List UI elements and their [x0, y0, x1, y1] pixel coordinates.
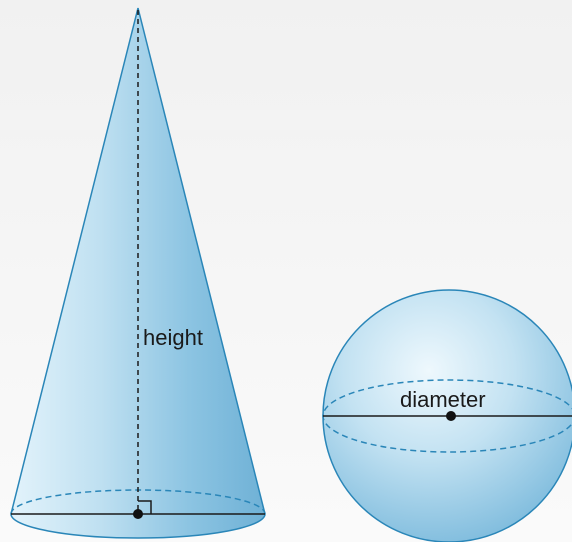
cone: [10, 7, 266, 539]
right-angle-marker: [138, 500, 152, 514]
height-label: height: [143, 325, 203, 350]
sphere: [322, 289, 572, 542]
cone-base-center-point: [133, 509, 143, 519]
sphere-center-point: [446, 411, 456, 421]
diameter-label: diameter: [400, 387, 486, 412]
